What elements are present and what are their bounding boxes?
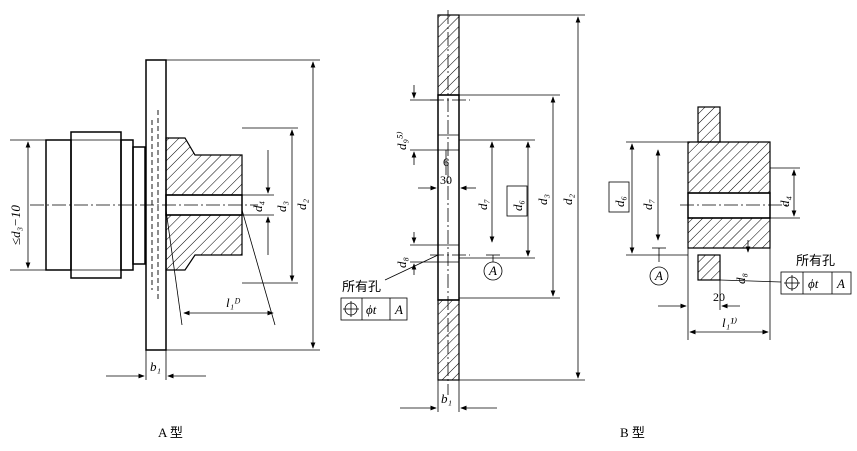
type-a-view: d₂ d₃ d₄ l₁ᴰ b₁ ≤d₃−10 A 型 <box>8 59 320 440</box>
tolerance-frame-b: ϕt A <box>780 271 852 295</box>
label-d3-minus-10: ≤d₃−10 <box>8 205 23 245</box>
label-d8-b: d₈ <box>733 273 748 285</box>
label-d9-mid: d₉⁵⁾ <box>394 131 409 150</box>
label-d2-mid: d₂ <box>560 194 575 206</box>
dim-20: 20 <box>713 290 725 304</box>
hub-b-lower <box>687 217 771 249</box>
caption-type-a: A 型 <box>158 425 183 440</box>
datum-a-circle-b <box>649 266 669 286</box>
label-d6-b: d₆ <box>612 196 627 207</box>
label-d2-a: d₂ <box>294 199 309 211</box>
tol-value-b: ϕt <box>808 276 819 291</box>
flange-middle <box>437 94 460 301</box>
label-b1-mid: b₁ <box>441 391 452 406</box>
hub-b-upper <box>687 141 771 194</box>
tol-value-mid: ϕt <box>366 302 377 317</box>
bolt-lower-section <box>697 254 721 281</box>
flange-top-section <box>437 14 460 96</box>
flange-bottom-section <box>437 299 460 381</box>
label-b1-a: b₁ <box>150 359 161 374</box>
motor-body-neck <box>132 146 146 265</box>
label-d6-mid: d₆ <box>510 200 525 211</box>
label-d7-b: d₇ <box>640 199 655 211</box>
dim-30: 30 <box>440 173 452 187</box>
datum-a-mid: A <box>488 263 497 278</box>
all-holes-b: 所有孔 <box>796 253 835 268</box>
hub-lower-section <box>165 214 243 271</box>
dim-6: 6 <box>443 155 449 169</box>
label-l1-a: l₁ᴰ <box>226 295 241 310</box>
datum-a-circle-mid <box>483 261 503 281</box>
bolt-upper-section <box>697 106 721 143</box>
hub-upper-section <box>165 137 243 196</box>
all-holes-mid: 所有孔 <box>342 279 381 294</box>
label-d3-a: d₃ <box>274 201 289 212</box>
tol-datum-mid: A <box>394 302 403 317</box>
label-l1-b: l₁¹⁾ <box>722 315 737 330</box>
tolerance-frame-mid: ϕt A <box>340 297 408 321</box>
label-d7-mid: d₇ <box>475 199 490 211</box>
flange-view: d₂ d₃ d₆ d₇ A d₉⁵⁾ 6 30 <box>340 10 585 412</box>
tol-datum-b: A <box>836 276 845 291</box>
label-d3-mid: d₃ <box>535 194 550 205</box>
label-d4-a: d₄ <box>250 201 265 213</box>
label-d8-mid: d₈ <box>394 257 409 269</box>
datum-a-b: A <box>654 268 663 283</box>
type-b-view: d₆ d₇ A d₄ d₈ 20 l₁¹⁾ 所有孔 <box>608 106 852 440</box>
caption-type-b: B 型 <box>620 425 645 440</box>
label-d4-b: d₄ <box>777 196 792 208</box>
